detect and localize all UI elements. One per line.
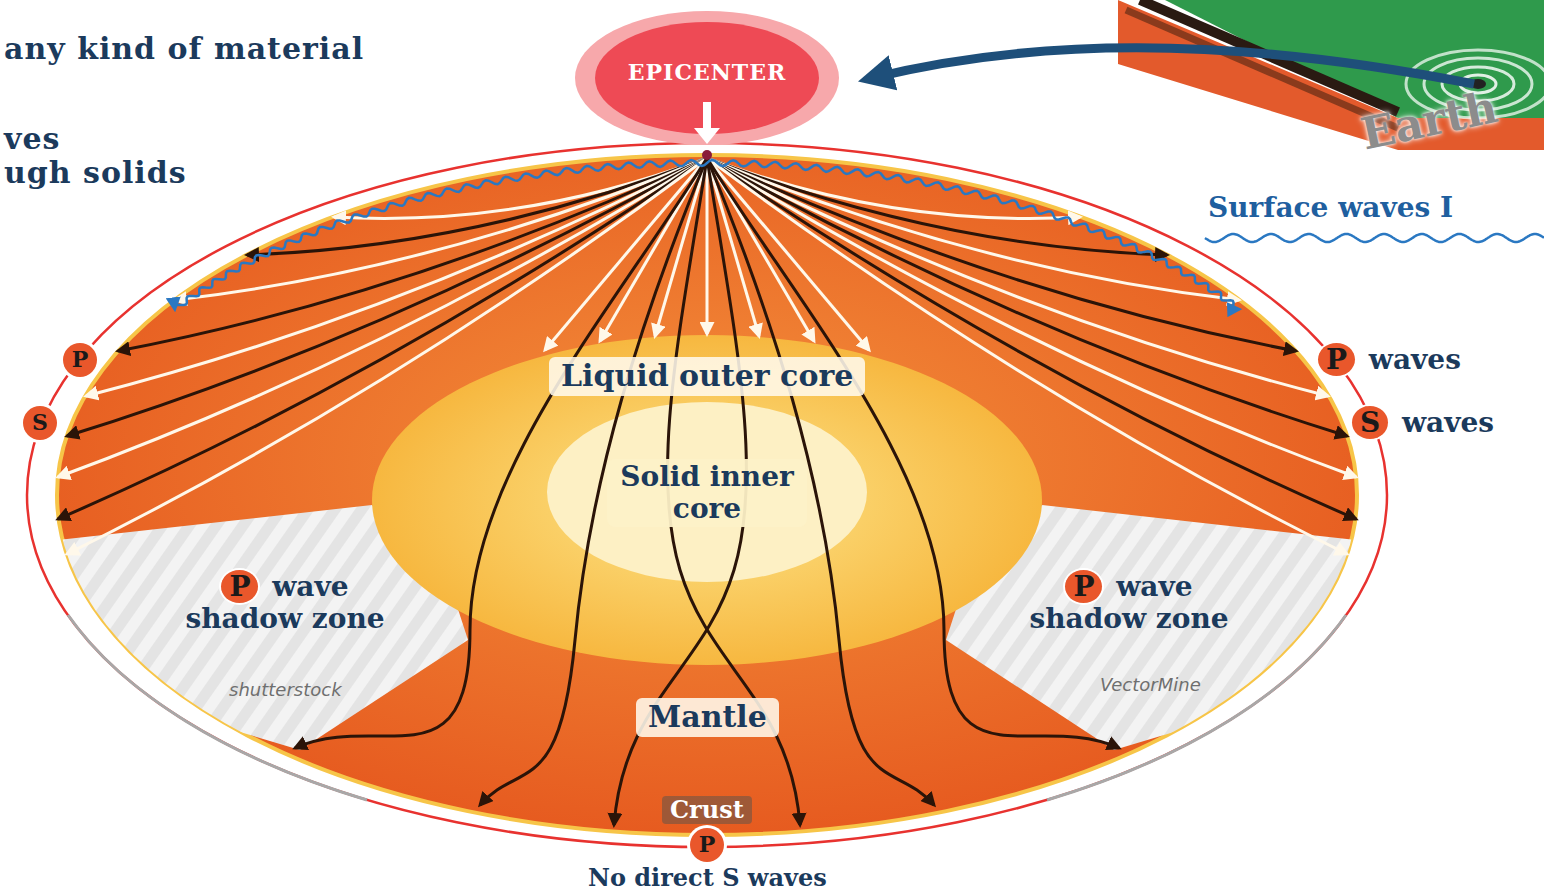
- outer-ring: [27, 143, 1387, 847]
- surface-wave-key: [1205, 234, 1544, 242]
- s-wave-marker: S: [23, 406, 57, 440]
- core-rays: [545, 158, 869, 350]
- pointer-arrow: [872, 48, 1474, 84]
- earth-label: Earth: [1357, 82, 1502, 160]
- node-text: Liquid outer core: [561, 358, 853, 393]
- p-wave-marker: P: [63, 343, 97, 377]
- watermark: VectorMine: [1100, 675, 1201, 696]
- surface-wave-label: Surface waves I: [1208, 192, 1453, 224]
- node-text: P: [699, 832, 716, 857]
- surface-wave: [175, 160, 1240, 309]
- ray-white: [706, 158, 709, 334]
- layer-label: Solid inner core: [607, 459, 807, 527]
- node-text: S waves: [1352, 407, 1494, 439]
- layer-label: Liquid outer core: [549, 357, 865, 396]
- ray-white: [58, 158, 707, 477]
- shadow-zone-label: P wave shadow zone: [160, 571, 410, 635]
- inner-core: [547, 402, 867, 582]
- cropped-note: any kind of material: [4, 32, 364, 67]
- ray-refracted: [707, 158, 1119, 748]
- ray-refracted: [295, 158, 707, 748]
- node-text: P: [72, 347, 89, 372]
- earth-disc: [57, 155, 1357, 835]
- watermark: shutterstock: [229, 680, 342, 701]
- node-text: P wave shadow zone: [1004, 571, 1254, 635]
- note-text: No direct S waves: [588, 864, 827, 892]
- s-wave-key: S waves: [1352, 407, 1494, 439]
- wave-lines: [175, 160, 1544, 309]
- layer-name: Crust: [662, 796, 752, 824]
- p-wave-key: P waves: [1318, 344, 1461, 376]
- ray-white: [655, 158, 707, 336]
- epicenter-circle: EPICENTER: [574, 10, 840, 146]
- node-text: P waves: [1318, 344, 1461, 376]
- node-text: P wave shadow zone: [160, 571, 410, 635]
- epicenter-arrowhead: [694, 128, 720, 144]
- outer-core: [372, 335, 1042, 665]
- layer-label: Mantle: [636, 698, 779, 737]
- node-text: Mantle: [648, 699, 767, 734]
- ray-white: [707, 158, 869, 350]
- shadow-zone-label: P wave shadow zone: [1004, 571, 1254, 635]
- epicenter-halo: [575, 11, 839, 145]
- ray-white: [707, 158, 759, 336]
- mantle-rays: [58, 158, 1356, 554]
- refracted-rays: [295, 158, 1119, 825]
- focus-dot: [702, 150, 712, 160]
- node-text: S: [32, 410, 48, 435]
- node-text: Solid inner core: [620, 460, 793, 525]
- p-wave-marker: P: [690, 828, 724, 862]
- cropped-note: ugh solids: [4, 156, 187, 191]
- epicenter-arrow: [703, 102, 711, 130]
- ray-white: [545, 158, 707, 350]
- cropped-note: ves: [4, 122, 60, 157]
- epicenter-core: [595, 22, 819, 134]
- node-text: EPICENTER: [628, 60, 786, 85]
